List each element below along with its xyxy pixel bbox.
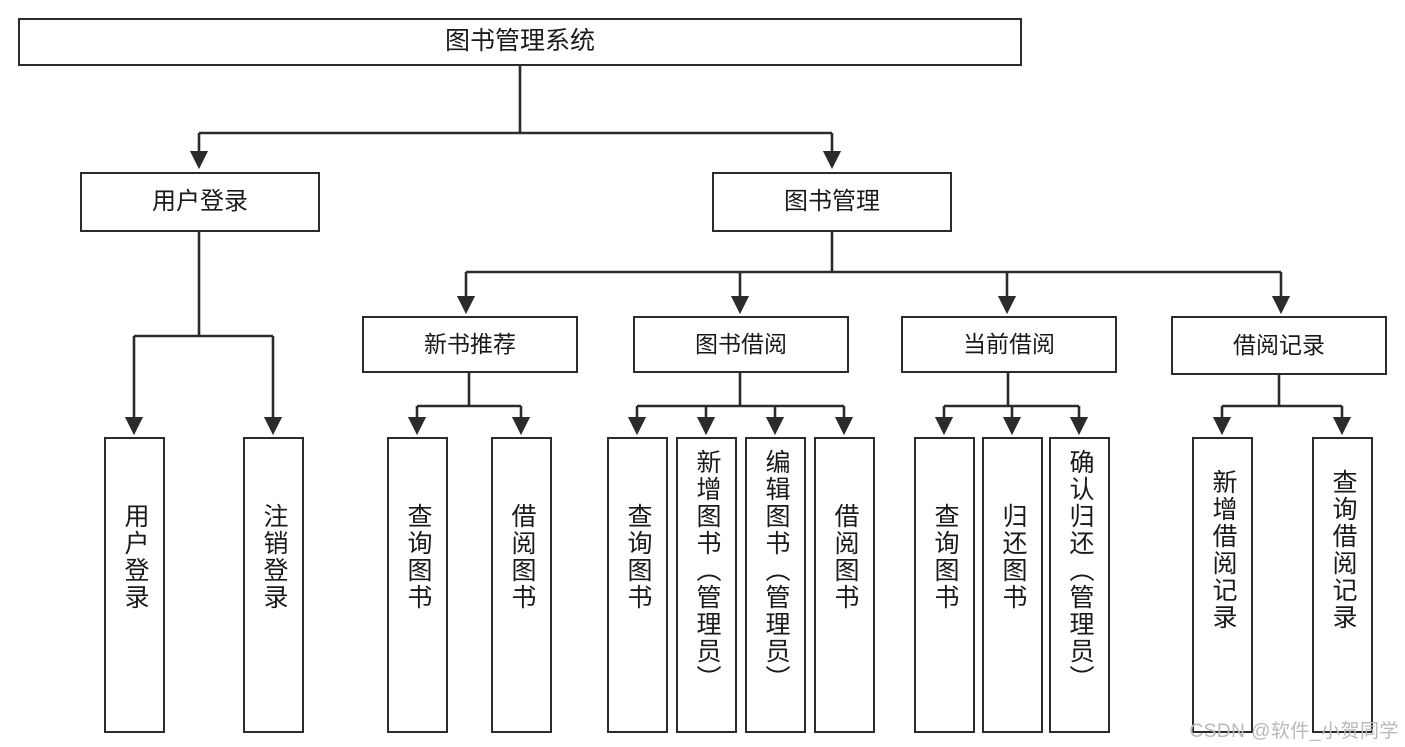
node-current-borrow[interactable]: 当前借阅 xyxy=(901,316,1117,373)
node-user-login[interactable]: 用户登录 xyxy=(80,172,320,232)
leaf-logout-label: 注销登录 xyxy=(260,503,288,611)
leaf-query-borrow-record[interactable]: 查询借阅记录 xyxy=(1312,437,1373,733)
leaf-query-book-current[interactable]: 查询图书 xyxy=(914,437,975,733)
node-current-borrow-label: 当前借阅 xyxy=(963,330,1055,357)
node-new-book-recommend[interactable]: 新书推荐 xyxy=(362,316,578,373)
leaf-user-login[interactable]: 用户登录 xyxy=(104,437,165,733)
leaf-edit-book-admin-label: 编辑图书（管理员） xyxy=(762,449,790,692)
leaf-edit-book-admin[interactable]: 编辑图书（管理员） xyxy=(745,437,806,733)
node-borrow-record[interactable]: 借阅记录 xyxy=(1171,316,1387,375)
node-borrow-record-label: 借阅记录 xyxy=(1233,331,1325,358)
leaf-user-login-label: 用户登录 xyxy=(121,503,149,611)
leaf-add-borrow-record-label: 新增借阅记录 xyxy=(1209,469,1237,631)
leaf-confirm-return-admin[interactable]: 确认归还（管理员） xyxy=(1049,437,1110,733)
leaf-add-borrow-record[interactable]: 新增借阅记录 xyxy=(1192,437,1253,733)
leaf-borrow-book[interactable]: 借阅图书 xyxy=(814,437,875,733)
node-book-management-label: 图书管理 xyxy=(784,187,880,215)
node-book-management[interactable]: 图书管理 xyxy=(712,172,952,232)
leaf-add-book-admin-label: 新增图书（管理员） xyxy=(693,449,721,692)
leaf-borrow-book-recommend[interactable]: 借阅图书 xyxy=(491,437,552,733)
watermark-text: CSDN @软件_小贺同学 xyxy=(1189,721,1399,742)
leaf-borrow-book-recommend-label: 借阅图书 xyxy=(508,503,536,611)
leaf-return-book[interactable]: 归还图书 xyxy=(982,437,1043,733)
node-user-login-label: 用户登录 xyxy=(152,187,248,215)
leaf-query-book-borrow-label: 查询图书 xyxy=(624,503,652,611)
node-root[interactable]: 图书管理系统 xyxy=(18,18,1022,66)
leaf-logout[interactable]: 注销登录 xyxy=(243,437,304,733)
node-book-borrow-label: 图书借阅 xyxy=(695,330,787,357)
leaf-query-borrow-record-label: 查询借阅记录 xyxy=(1329,469,1357,631)
leaf-add-book-admin[interactable]: 新增图书（管理员） xyxy=(676,437,737,733)
leaf-query-book-recommend-label: 查询图书 xyxy=(404,503,432,611)
leaf-query-book-recommend[interactable]: 查询图书 xyxy=(387,437,448,733)
leaf-query-book-borrow[interactable]: 查询图书 xyxy=(607,437,668,733)
node-book-borrow[interactable]: 图书借阅 xyxy=(633,316,849,373)
leaf-query-book-current-label: 查询图书 xyxy=(931,503,959,611)
leaf-borrow-book-label: 借阅图书 xyxy=(831,503,859,611)
leaf-return-book-label: 归还图书 xyxy=(999,503,1027,611)
node-new-book-recommend-label: 新书推荐 xyxy=(424,330,516,357)
node-root-label: 图书管理系统 xyxy=(444,27,595,56)
leaf-confirm-return-admin-label: 确认归还（管理员） xyxy=(1066,449,1094,692)
